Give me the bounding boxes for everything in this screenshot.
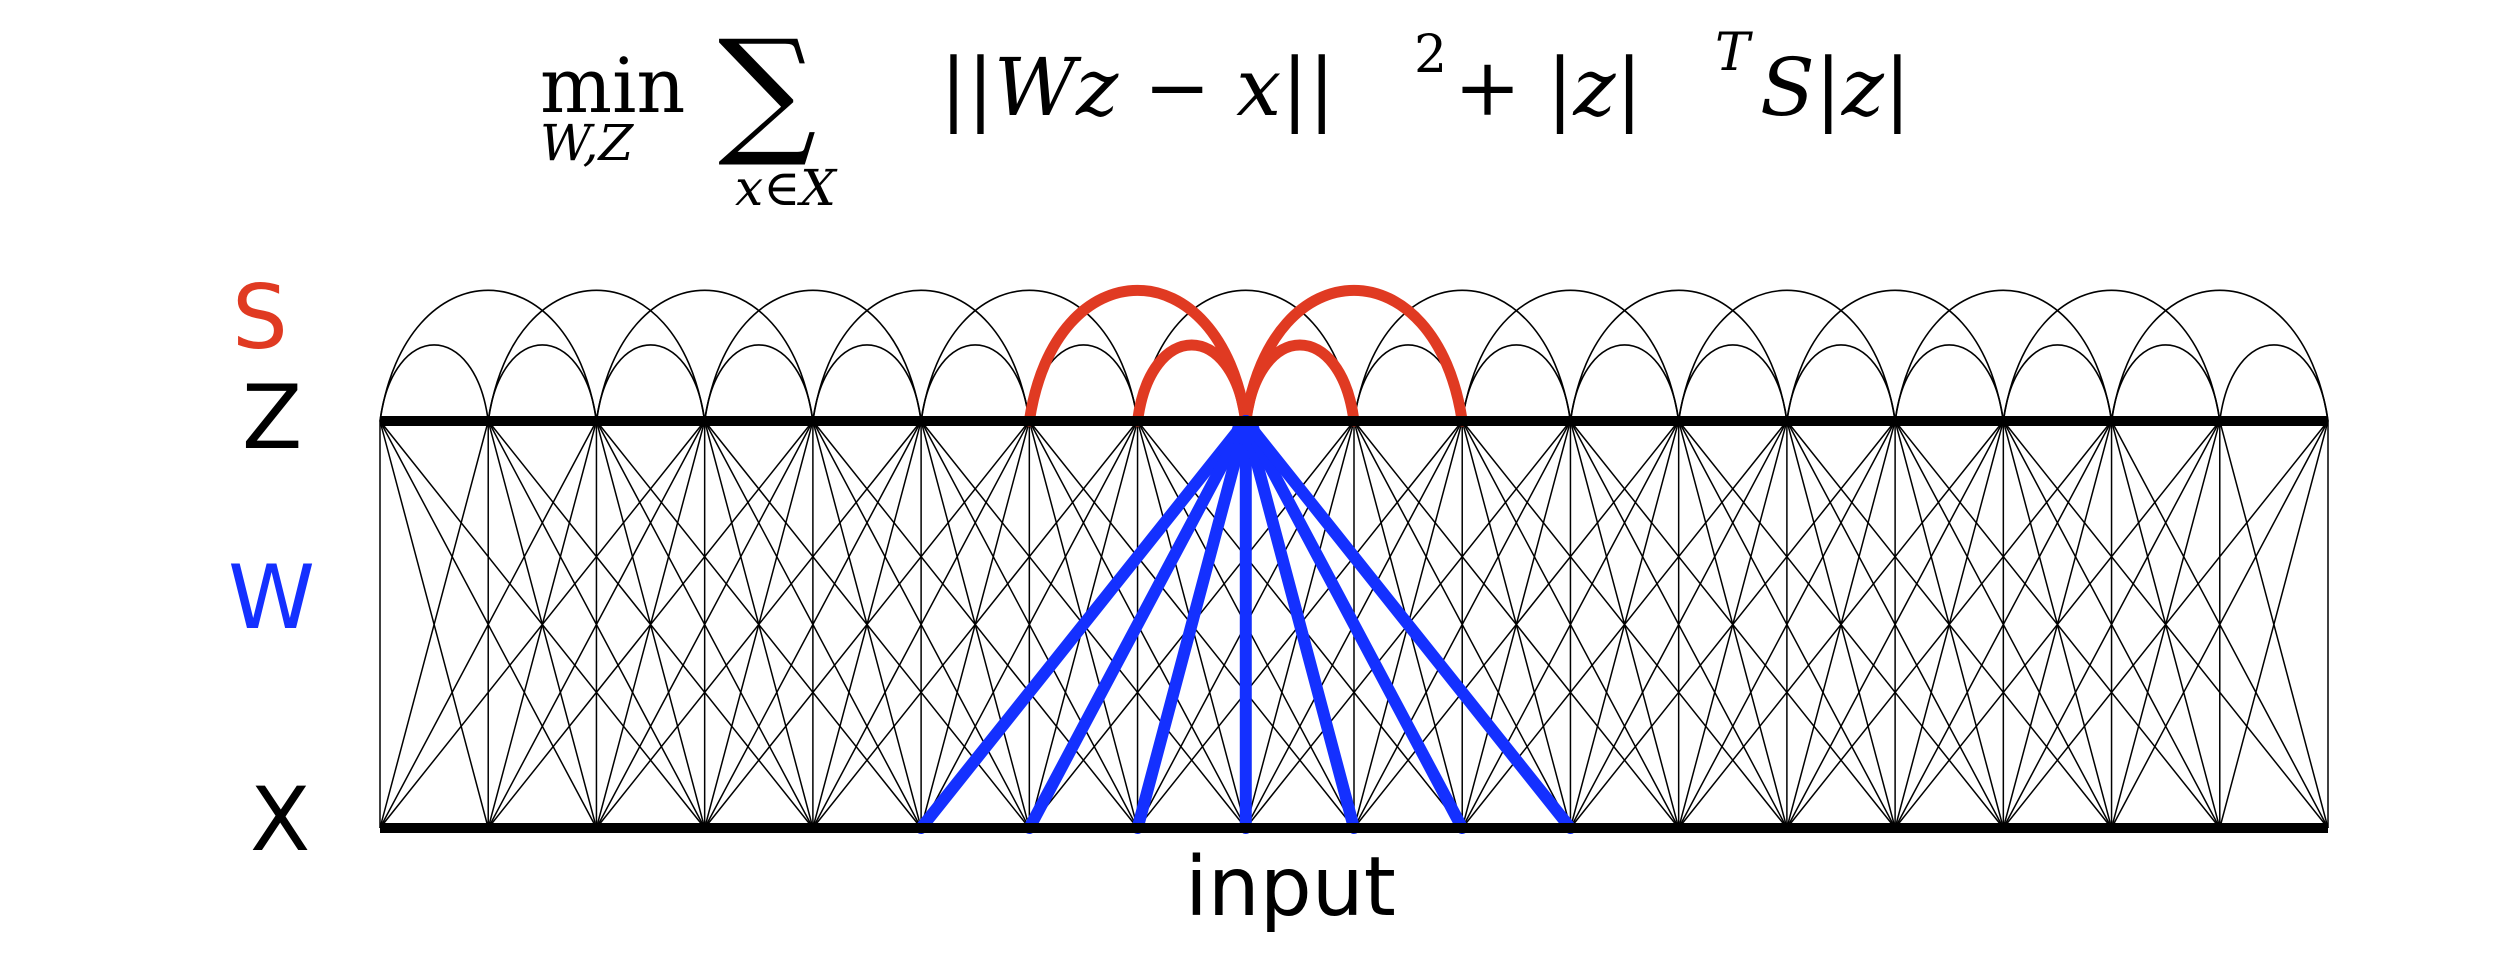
highlighted-weight-line bbox=[1023, 415, 1252, 834]
label-s: S bbox=[232, 266, 288, 369]
lateral-arc bbox=[703, 344, 814, 422]
dictionary-weights-W bbox=[379, 420, 2329, 829]
highlighted-weight-line bbox=[1239, 415, 1469, 834]
highlighted-weight-line bbox=[915, 415, 1252, 834]
highlighted-weight-line bbox=[1239, 415, 1360, 834]
weight-line bbox=[1569, 420, 1896, 829]
formula-min-subscript: W,Z bbox=[540, 114, 635, 172]
weight-line bbox=[2110, 420, 2329, 829]
weight-line bbox=[1786, 420, 2113, 829]
weight-line bbox=[812, 420, 1139, 829]
lateral-arc bbox=[2002, 289, 2221, 422]
weight-line bbox=[812, 420, 1030, 829]
weight-line bbox=[1353, 420, 1680, 829]
weight-line bbox=[2002, 420, 2221, 829]
lateral-arc bbox=[2002, 344, 2113, 422]
formula-sum-symbol: ∑ bbox=[718, 10, 817, 171]
lateral-arc bbox=[487, 289, 706, 422]
lateral-arc bbox=[1894, 289, 2113, 422]
highlighted-weight-line bbox=[1239, 415, 1577, 834]
weight-line bbox=[920, 420, 1139, 829]
formula-term-S-z: S|z| bbox=[1760, 41, 1911, 134]
lateral-arc bbox=[1461, 344, 1572, 422]
highlighted-lateral-arc bbox=[1240, 285, 1468, 427]
formula-term-reconstruction: ||Wz − x|| bbox=[940, 41, 1335, 134]
weight-line bbox=[704, 420, 1030, 829]
weight-line bbox=[1678, 420, 2004, 829]
weight-line bbox=[595, 420, 922, 829]
lateral-arc bbox=[595, 289, 814, 422]
weight-line bbox=[2002, 420, 2329, 829]
highlighted-lateral-arc bbox=[1023, 285, 1252, 427]
weight-line bbox=[487, 420, 706, 829]
weight-line bbox=[379, 420, 706, 829]
weight-line bbox=[487, 420, 814, 829]
label-z: Z bbox=[242, 366, 302, 469]
weight-line bbox=[595, 420, 814, 829]
formula-sum-subscript: x∈X bbox=[735, 159, 838, 217]
lateral-arc bbox=[2218, 344, 2329, 422]
lateral-arc bbox=[595, 344, 706, 422]
lateral-arc bbox=[1677, 344, 1788, 422]
lateral-arc bbox=[1786, 344, 1896, 422]
weight-line bbox=[704, 420, 922, 829]
lateral-arc bbox=[812, 289, 1031, 422]
lateral-arc bbox=[812, 344, 922, 422]
formula-min: min bbox=[540, 41, 685, 130]
lateral-arc bbox=[1569, 289, 1788, 422]
weight-line bbox=[1461, 420, 1680, 829]
weight-line bbox=[1569, 420, 1788, 829]
lateral-arc bbox=[487, 344, 598, 422]
objective-formula: min W,Z ∑ x∈X ||Wz − x|| 2 + |z| T S|z| bbox=[540, 10, 1911, 217]
highlighted-lateral-connections bbox=[1023, 285, 1468, 427]
lateral-arc bbox=[1786, 289, 2005, 422]
weight-line bbox=[2219, 420, 2329, 829]
label-w: W bbox=[228, 546, 315, 649]
lateral-arc bbox=[1461, 289, 1680, 422]
weight-line bbox=[1894, 420, 2221, 829]
lateral-arc bbox=[379, 344, 490, 422]
lateral-arc bbox=[2110, 344, 2221, 422]
lateral-arc bbox=[379, 289, 598, 422]
weight-line bbox=[1353, 420, 1572, 829]
lateral-arc bbox=[1894, 344, 2005, 422]
lateral-arc bbox=[703, 289, 922, 422]
weight-line bbox=[1678, 420, 1896, 829]
formula-power-2: 2 bbox=[1414, 25, 1447, 85]
label-input: input bbox=[1185, 840, 1396, 935]
formula-power-T: T bbox=[1715, 23, 1753, 83]
lateral-arc bbox=[1569, 344, 1680, 422]
weight-line bbox=[379, 420, 598, 829]
label-x: X bbox=[250, 768, 310, 871]
highlighted-weights bbox=[915, 415, 1577, 834]
lateral-arc bbox=[920, 289, 1139, 422]
lateral-arc bbox=[2110, 289, 2329, 422]
highlighted-weight-line bbox=[1131, 415, 1252, 834]
formula-term-plus-z: + |z| bbox=[1454, 41, 1643, 134]
lateral-arc bbox=[1677, 289, 1896, 422]
lateral-arc bbox=[920, 344, 1031, 422]
weight-line bbox=[1894, 420, 2113, 829]
lateral-arc bbox=[1353, 289, 1572, 422]
weight-line bbox=[379, 420, 489, 829]
weight-line bbox=[1786, 420, 2004, 829]
